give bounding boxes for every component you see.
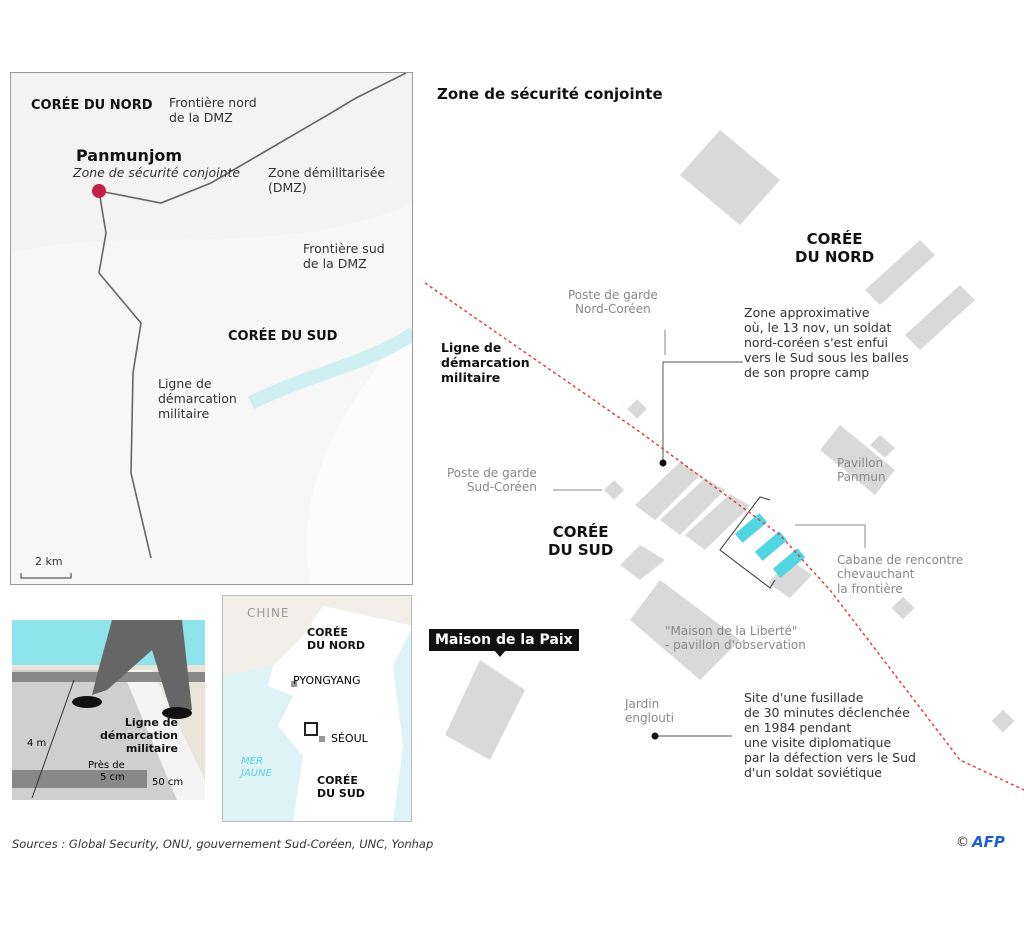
label-scale: 2 km [35,555,63,568]
mdl-illustration: Ligne de démarcation militaire 4 m Près … [12,620,205,800]
label-mdl: Ligne de démarcation militaire [158,376,237,421]
panmunjom-marker [92,184,106,198]
label-china: CHINE [247,606,290,620]
peace-house-building [445,660,525,760]
illustration-mdl: Ligne de démarcation militaire [100,716,179,756]
label-north: CORÉE DU NORD [31,98,153,113]
label-yellow-sea: MER JAUNE [241,756,272,779]
label-south-post: Poste de garde Sud-Coréen [447,466,537,495]
soldier-legs [92,620,192,715]
label-garden: Jardin englouti [625,697,674,726]
label-pyongyang: PYONGYANG [293,674,361,687]
label-freedom-house: "Maison de la Liberté" - pavillon d'obse… [665,624,806,653]
label-main-north: CORÉE DU NORD [795,230,875,266]
label-pavilion: Pavillon Panmun [837,456,886,485]
scale-bar [20,573,72,579]
label-main-south: CORÉE DU SUD [548,523,614,559]
copyright: © [956,835,969,850]
sources: Sources : Global Security, ONU, gouverne… [12,837,434,851]
mdl-dashed-line [424,282,1024,791]
escape-marker [659,459,667,467]
korea-map: CHINE CORÉE DU NORD PYONGYANG SÉOUL MER … [222,595,412,822]
label-seoul: SÉOUL [331,732,368,745]
label-north-post: Poste de garde Nord-Coréen [568,288,658,317]
label-main-mdl: Ligne de démarcation militaire [441,340,530,385]
dmz-north-line [98,73,407,204]
locator-map-shapes [11,73,412,584]
peace-house-tag: Maison de la Paix [429,629,579,651]
label-panmunjom: Panmunjom [76,146,183,165]
label-hut: Cabane de rencontre chevauchant la front… [837,553,964,596]
label-shooting: Site d'une fusillade de 30 minutes décle… [744,690,916,780]
building [680,130,780,225]
label-jsa: Zone de sécurité conjointe [73,165,241,180]
illustration-width: 50 cm [152,777,184,788]
label-korea-north: CORÉE DU NORD [307,626,366,653]
label-south-border: Frontière sud de la DMZ [303,241,385,271]
illustration-near: Près de 5 cm [88,760,125,783]
afp-logo: AFP [972,833,1005,851]
illustration-height: 4 m [27,738,47,749]
locator-map: CORÉE DU NORD Frontière nord de la DMZ P… [10,72,413,585]
label-dmz: Zone démilitarisée (DMZ) [268,165,386,195]
mdl-line [98,190,152,559]
river-han [247,327,412,410]
meeting-huts [734,513,806,578]
label-korea-south: CORÉE DU SUD [317,774,365,801]
main-title: Zone de sécurité conjointe [437,85,663,103]
label-south: CORÉE DU SUD [228,329,338,344]
label-escape-zone: Zone approximative où, le 13 nov, un sol… [744,305,909,380]
label-north-border: Frontière nord de la DMZ [169,95,257,125]
shooting-marker [651,732,659,740]
